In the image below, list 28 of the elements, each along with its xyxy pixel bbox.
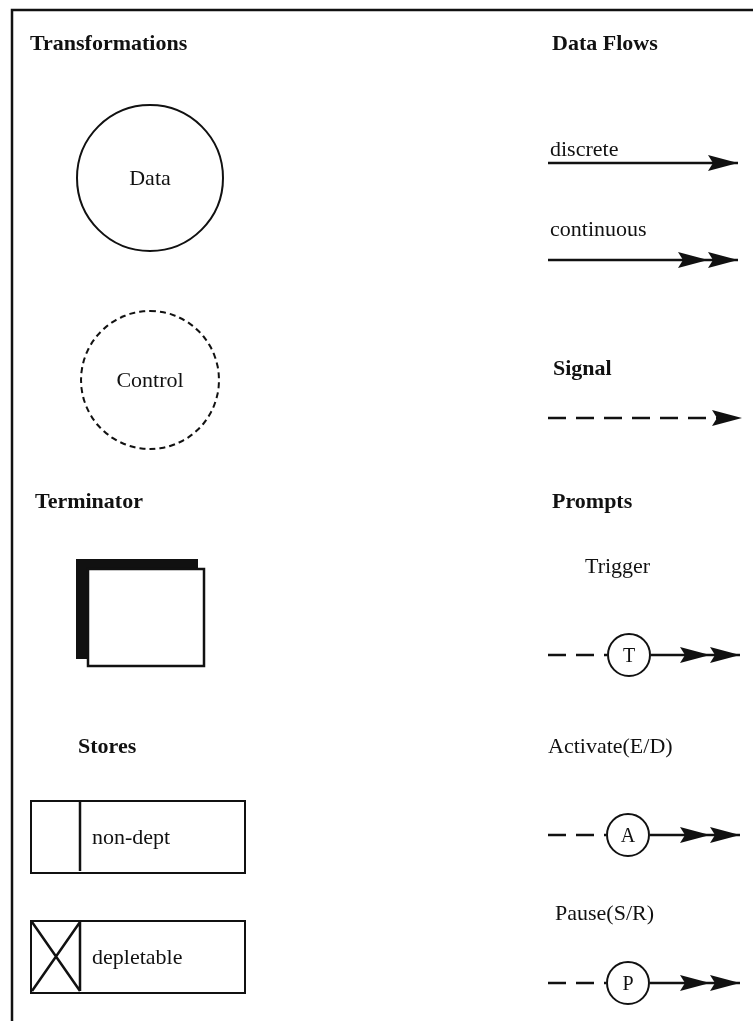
section-heading: Terminator bbox=[35, 488, 143, 514]
prompt-circle bbox=[606, 813, 650, 857]
prompt-label: Trigger bbox=[585, 553, 651, 579]
dashed-line bbox=[548, 653, 607, 657]
section-heading: Data Flows bbox=[552, 30, 658, 56]
shape-label: depletable bbox=[92, 944, 183, 970]
legend-label: continuous bbox=[550, 216, 647, 242]
dashed-line bbox=[548, 833, 606, 837]
section-heading: Prompts bbox=[552, 488, 633, 514]
prompt-letter: A bbox=[620, 823, 636, 847]
shape-label: non-dept bbox=[92, 824, 171, 850]
prompt-label: Pause(S/R) bbox=[555, 900, 654, 926]
store-box bbox=[30, 920, 246, 994]
section-heading: Stores bbox=[78, 733, 137, 759]
store-box bbox=[30, 800, 246, 874]
prompt-circle bbox=[607, 633, 651, 677]
prompt-letter: T bbox=[622, 643, 636, 667]
prompt-circle bbox=[606, 961, 650, 1005]
section-heading: Transformations bbox=[30, 30, 188, 56]
shape-label: Control bbox=[116, 367, 184, 393]
section-heading: Signal bbox=[553, 355, 612, 381]
prompt-label: Activate(E/D) bbox=[548, 733, 673, 759]
legend-label: discrete bbox=[550, 136, 619, 162]
prompt-letter: P bbox=[622, 971, 634, 995]
shape-label: Data bbox=[129, 165, 171, 191]
dashed-line bbox=[548, 981, 606, 985]
terminator-box bbox=[76, 559, 206, 668]
control-circle bbox=[80, 310, 220, 450]
